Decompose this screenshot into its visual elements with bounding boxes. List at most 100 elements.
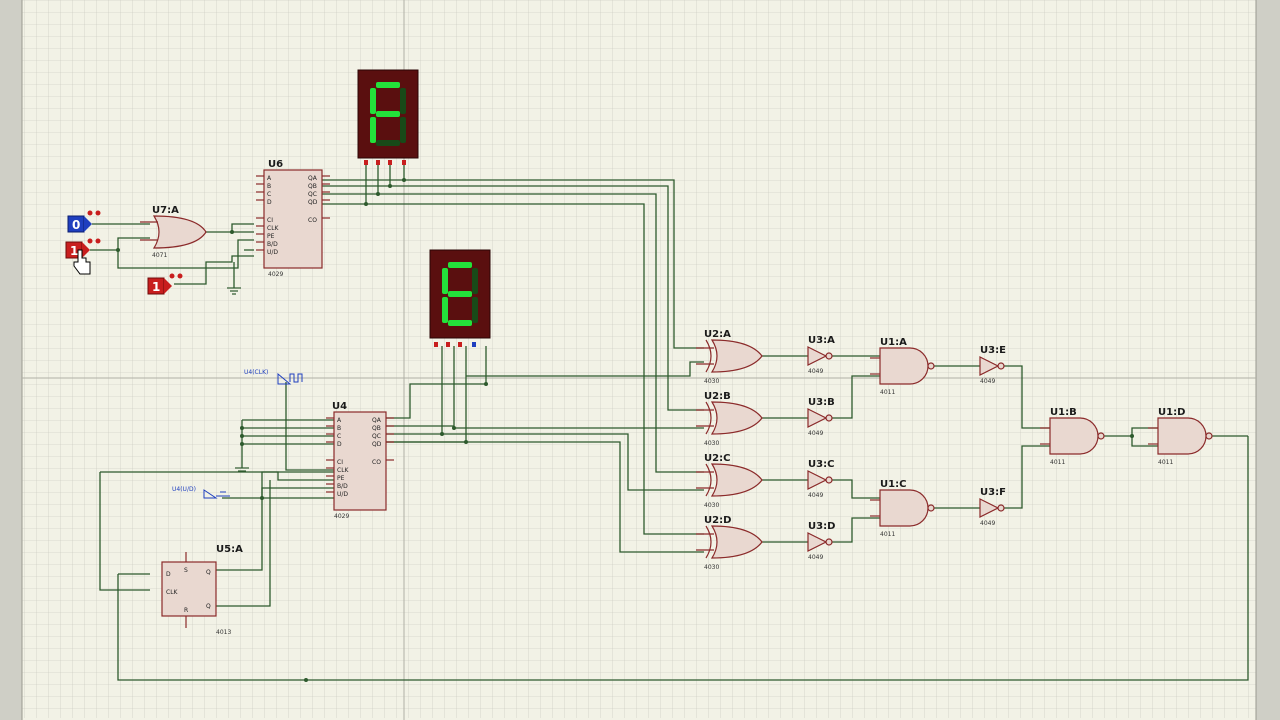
- xor-gate-u2d[interactable]: U2:D 4030: [696, 515, 763, 571]
- ref-label: U1:D: [1158, 407, 1185, 418]
- clock-generator[interactable]: U4(CLK): [244, 369, 303, 385]
- part-label: 4049: [808, 368, 823, 375]
- segment-a: [376, 82, 400, 88]
- ref-label: U2:C: [704, 453, 730, 464]
- wires: [90, 160, 1249, 681]
- svg-text:Q: Q: [206, 603, 211, 610]
- generator-label: U4(U/D): [172, 486, 196, 493]
- logic-state-value: 0: [72, 218, 80, 232]
- pin-label: A: [267, 175, 272, 182]
- segment-a: [448, 262, 472, 268]
- part-label: 4030: [704, 502, 719, 509]
- ref-label: U2:B: [704, 391, 731, 402]
- pin-label: CO: [308, 217, 317, 224]
- logic-state-value: 1: [70, 244, 78, 258]
- ref-label: U6: [268, 159, 283, 170]
- part-label: 4030: [704, 440, 719, 447]
- segment-e: [442, 297, 448, 323]
- ref-label: U1:B: [1050, 407, 1077, 418]
- ref-label: U3:C: [808, 459, 834, 470]
- pin-label: D: [267, 199, 272, 206]
- pin-label: B: [267, 183, 271, 190]
- ref-label: U4: [332, 401, 347, 412]
- inverter-u3f[interactable]: U3:F 4049: [979, 487, 1006, 527]
- xor-gate-u2c[interactable]: U2:C 4030: [696, 453, 763, 509]
- or-gate-u7a[interactable]: U7:A 4071: [140, 205, 207, 259]
- pin-label: CI: [267, 217, 273, 224]
- part-label: 4049: [980, 520, 995, 527]
- pin-label: U/D: [337, 491, 348, 498]
- flip-flop-u5a[interactable]: U5:A 4013 D CLK S R Q Q: [161, 544, 243, 636]
- segment-b: [472, 268, 478, 294]
- part-label: 4049: [808, 554, 823, 561]
- ground-icon: [227, 287, 241, 295]
- part-label: 4029: [268, 271, 283, 278]
- pin-label: QA: [372, 417, 382, 424]
- xor-gate-u2b[interactable]: U2:B 4030: [696, 391, 763, 447]
- logic-state-3[interactable]: 1: [147, 273, 183, 295]
- grid: [22, 0, 1256, 718]
- part-label: 4013: [216, 629, 231, 636]
- segment-d: [448, 320, 472, 326]
- segment-e: [370, 117, 376, 143]
- pin-label: CLK: [337, 467, 350, 474]
- svg-text:Q: Q: [206, 569, 211, 576]
- inverter-u3a[interactable]: U3:A 4049: [807, 335, 835, 375]
- pin-label: B/D: [337, 483, 348, 490]
- pin-label: D: [337, 441, 342, 448]
- pin-label: QC: [308, 191, 317, 198]
- pin-label: B/D: [267, 241, 278, 248]
- ground-icon: [235, 467, 249, 472]
- ref-label: U3:E: [980, 345, 1006, 356]
- seven-segment-display-mid: E: [429, 249, 491, 347]
- pin-label: A: [337, 417, 342, 424]
- svg-text:CLK: CLK: [166, 589, 179, 596]
- segment-g: [448, 291, 472, 297]
- part-label: 4011: [880, 531, 895, 538]
- ref-label: U3:B: [808, 397, 835, 408]
- segment-f: [442, 268, 448, 294]
- pin-label: QC: [372, 433, 381, 440]
- pin-label: QB: [372, 425, 381, 432]
- pin-label: QA: [308, 175, 318, 182]
- pin-label: U/D: [267, 249, 278, 256]
- ref-label: U5:A: [216, 544, 243, 555]
- segment-d: [376, 140, 400, 146]
- part-label: 4030: [704, 564, 719, 571]
- svg-text:R: R: [184, 607, 188, 614]
- logic-state-1[interactable]: 0: [67, 210, 101, 233]
- pin-label: QD: [372, 441, 382, 448]
- generator-label: U4(CLK): [244, 369, 268, 376]
- seven-segment-display-top: F: [357, 69, 419, 165]
- ud-generator[interactable]: U4(U/D): [172, 486, 230, 499]
- pin-label: PE: [337, 475, 345, 482]
- segment-c: [400, 117, 406, 143]
- logic-state-value: 1: [152, 280, 160, 294]
- pin-label: C: [337, 433, 341, 440]
- segment-b: [400, 88, 406, 114]
- part-label: 4029: [334, 513, 349, 520]
- svg-text:D: D: [166, 571, 171, 578]
- part-label: 4030: [704, 378, 719, 385]
- ref-label: U3:A: [808, 335, 835, 346]
- ref-label: U7:A: [152, 205, 179, 216]
- pin-label: QB: [308, 183, 317, 190]
- ref-label: U2:D: [704, 515, 731, 526]
- segment-g: [376, 111, 400, 117]
- ref-label: U3:F: [980, 487, 1006, 498]
